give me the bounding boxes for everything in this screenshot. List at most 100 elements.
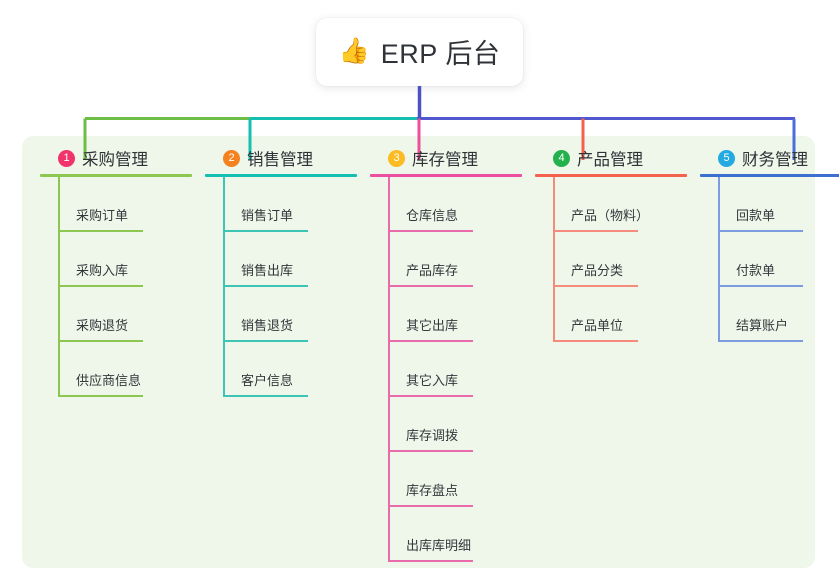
branch-number-badge: 4 bbox=[553, 149, 570, 167]
branch-item-underline bbox=[718, 285, 803, 287]
branch-number-badge: 3 bbox=[388, 149, 405, 167]
branch-item-underline bbox=[388, 285, 473, 287]
branch-items: 回款单付款单结算账户 bbox=[700, 177, 839, 342]
branch-title: 库存管理 bbox=[412, 151, 478, 169]
root-node-label: ERP 后台 bbox=[380, 38, 501, 69]
branch-item-underline bbox=[718, 340, 803, 342]
branch-header-3[interactable]: 3 库存管理 bbox=[370, 145, 522, 171]
root-node-content: 👍 ERP 后台 bbox=[339, 32, 501, 71]
branch-item-underline bbox=[388, 450, 473, 452]
branch-underline bbox=[205, 174, 357, 177]
branch-item[interactable]: 采购退货 bbox=[40, 287, 192, 342]
branch-item-underline bbox=[388, 505, 473, 507]
thumbs-up-icon: 👍 bbox=[338, 36, 370, 65]
branch-title: 销售管理 bbox=[247, 151, 313, 169]
branch-item[interactable]: 产品分类 bbox=[535, 232, 687, 287]
branch-item-label: 客户信息 bbox=[241, 373, 294, 388]
branch-header-4[interactable]: 4 产品管理 bbox=[535, 145, 687, 171]
branch-items: 产品（物料） 产品分类产品单位 bbox=[535, 177, 687, 342]
branch-header-1[interactable]: 1 采购管理 bbox=[40, 145, 192, 171]
branch-trunk-line bbox=[388, 177, 390, 562]
branch-item-label: 仓库信息 bbox=[406, 208, 459, 223]
branch-item-label: 库存调拨 bbox=[406, 428, 459, 443]
branch-item-label: 采购订单 bbox=[76, 208, 129, 223]
branch-item-label: 产品（物料） bbox=[571, 208, 650, 223]
branch-item[interactable]: 仓库信息 bbox=[370, 177, 522, 232]
branch-header-2[interactable]: 2 销售管理 bbox=[205, 145, 357, 171]
branch-trunk-line bbox=[58, 177, 60, 397]
branch-item-underline bbox=[553, 285, 638, 287]
branch-item-underline bbox=[223, 395, 308, 397]
branch-item-underline bbox=[58, 395, 143, 397]
branch-item[interactable]: 产品单位 bbox=[535, 287, 687, 342]
branch-item-label: 采购入库 bbox=[76, 263, 129, 278]
branch-trunk-line bbox=[223, 177, 225, 397]
branch-item-underline bbox=[58, 340, 143, 342]
branch-item-label: 销售出库 bbox=[241, 263, 294, 278]
branch-header-5[interactable]: 5 财务管理 bbox=[700, 145, 839, 171]
root-node[interactable]: 👍 ERP 后台 bbox=[316, 18, 523, 86]
branch-item-underline bbox=[223, 230, 308, 232]
branch-item[interactable]: 出库库明细 bbox=[370, 507, 522, 562]
branch-title: 产品管理 bbox=[577, 151, 643, 169]
branch-item[interactable]: 库存调拨 bbox=[370, 397, 522, 452]
branch-item-label: 出库库明细 bbox=[406, 538, 472, 553]
branch-item-label: 其它出库 bbox=[406, 318, 459, 333]
branch-trunk-line bbox=[553, 177, 555, 342]
branch-item-underline bbox=[58, 230, 143, 232]
branch-item-underline bbox=[553, 230, 638, 232]
branch-item[interactable]: 采购入库 bbox=[40, 232, 192, 287]
branch-item-label: 销售订单 bbox=[241, 208, 294, 223]
branch-column-2: 2 销售管理销售订单销售出库销售退货客户信息 bbox=[205, 145, 357, 397]
branch-item-label: 产品库存 bbox=[406, 263, 459, 278]
branch-underline bbox=[700, 174, 839, 177]
branch-underline bbox=[370, 174, 522, 177]
branch-items: 采购订单采购入库采购退货供应商信息 bbox=[40, 177, 192, 397]
branch-number-badge: 2 bbox=[223, 149, 240, 167]
branch-item-underline bbox=[388, 560, 473, 562]
branch-item[interactable]: 产品（物料） bbox=[535, 177, 687, 232]
branch-item-label: 供应商信息 bbox=[76, 373, 142, 388]
branch-underline bbox=[535, 174, 687, 177]
branch-trunk-line bbox=[718, 177, 720, 342]
branch-item[interactable]: 采购订单 bbox=[40, 177, 192, 232]
branch-items: 仓库信息产品库存其它出库其它入库库存调拨库存盘点出库库明细 bbox=[370, 177, 522, 562]
branch-item-label: 采购退货 bbox=[76, 318, 129, 333]
branch-item[interactable]: 其它入库 bbox=[370, 342, 522, 397]
branches-panel bbox=[22, 136, 815, 568]
branch-item[interactable]: 回款单 bbox=[700, 177, 839, 232]
branch-item-label: 销售退货 bbox=[241, 318, 294, 333]
branch-item[interactable]: 其它出库 bbox=[370, 287, 522, 342]
branch-column-4: 4 产品管理产品（物料） 产品分类产品单位 bbox=[535, 145, 687, 342]
branch-number-badge: 5 bbox=[718, 149, 735, 167]
branch-item-underline bbox=[223, 285, 308, 287]
branch-item[interactable]: 客户信息 bbox=[205, 342, 357, 397]
branch-item[interactable]: 产品库存 bbox=[370, 232, 522, 287]
branch-item-underline bbox=[388, 395, 473, 397]
branch-column-5: 5 财务管理回款单付款单结算账户 bbox=[700, 145, 839, 342]
branch-item[interactable]: 付款单 bbox=[700, 232, 839, 287]
branch-item-underline bbox=[388, 340, 473, 342]
branch-item-label: 产品单位 bbox=[571, 318, 624, 333]
branch-item-underline bbox=[718, 230, 803, 232]
branch-column-3: 3 库存管理仓库信息产品库存其它出库其它入库库存调拨库存盘点出库库明细 bbox=[370, 145, 522, 562]
branch-item[interactable]: 销售出库 bbox=[205, 232, 357, 287]
branch-underline bbox=[40, 174, 192, 177]
branch-item-label: 库存盘点 bbox=[406, 483, 459, 498]
branch-item-label: 结算账户 bbox=[736, 318, 789, 333]
branch-item-underline bbox=[388, 230, 473, 232]
branch-title: 财务管理 bbox=[742, 151, 808, 169]
branch-item[interactable]: 库存盘点 bbox=[370, 452, 522, 507]
branch-number-badge: 1 bbox=[58, 149, 75, 167]
branch-item[interactable]: 销售订单 bbox=[205, 177, 357, 232]
branch-item[interactable]: 供应商信息 bbox=[40, 342, 192, 397]
branch-item-underline bbox=[553, 340, 638, 342]
branch-items: 销售订单销售出库销售退货客户信息 bbox=[205, 177, 357, 397]
branch-column-1: 1 采购管理采购订单采购入库采购退货供应商信息 bbox=[40, 145, 192, 397]
branch-item-label: 回款单 bbox=[736, 208, 776, 223]
branch-item[interactable]: 结算账户 bbox=[700, 287, 839, 342]
branch-title: 采购管理 bbox=[82, 151, 148, 169]
branch-item-underline bbox=[58, 285, 143, 287]
branch-item[interactable]: 销售退货 bbox=[205, 287, 357, 342]
branch-item-label: 其它入库 bbox=[406, 373, 459, 388]
